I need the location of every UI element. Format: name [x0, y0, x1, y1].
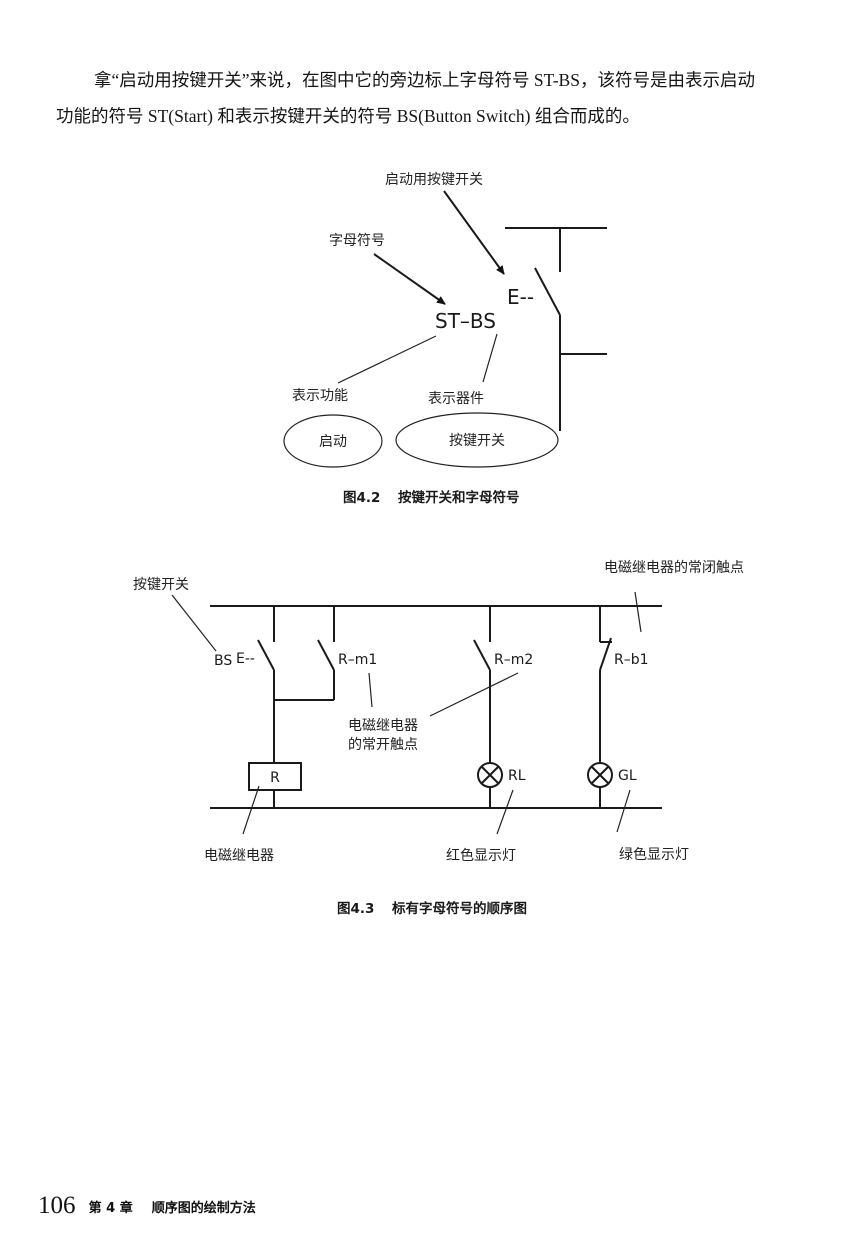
red-lamp-icon [477, 762, 503, 788]
arrow-to-symbol [373, 253, 446, 305]
label-red-lamp: 红色显示灯 [446, 847, 516, 864]
label-device: 表示器件 [428, 391, 484, 407]
symbol-st-bs: ST–BS [435, 309, 496, 333]
label-function: 表示功能 [292, 388, 348, 404]
contact-rm1: R–m1 [338, 652, 377, 668]
label-relay: 电磁继电器 [204, 848, 274, 864]
rm2-switch-blade [473, 639, 491, 671]
label-button-switch: 按键开关 [133, 577, 189, 593]
relay-symbol: R [270, 770, 280, 786]
chapter-label: 第 4 章 [88, 1200, 133, 1216]
leader-red-lamp [496, 789, 514, 835]
leader-nc-contact [634, 591, 642, 633]
ellipse-function-text: 启动 [319, 434, 347, 450]
leader-button-switch [171, 594, 217, 652]
leader-function [337, 335, 437, 384]
leader-no-contact-rm1 [368, 672, 373, 708]
bs-switch-blade [257, 639, 275, 671]
contact-rb1: R–b1 [614, 652, 649, 668]
label-start-switch: 启动用按键开关 [385, 172, 483, 188]
paragraph-line-1: 拿“启动用按键开关”来说，在图中它的旁边标上字母符号 ST-BS，该符号是由表示… [94, 70, 755, 90]
label-letter-symbol: 字母符号 [329, 233, 385, 249]
lamp-green-symbol: GL [618, 768, 637, 784]
caption-4-2-title: 按键开关和字母符号 [398, 489, 520, 506]
leader-device [482, 333, 498, 383]
caption-4-2-number: 图4.2 [343, 490, 380, 506]
figure-4-2: 启动用按键开关 字母符号 ST–BS E-- 表示功能 表示器件 启动 按键开关… [283, 172, 607, 506]
label-no-contact-line1: 电磁继电器 [348, 718, 418, 734]
arrow-to-switch-marker [443, 190, 505, 275]
ellipse-function [283, 414, 383, 468]
ellipse-device [395, 412, 559, 468]
chapter-title: 顺序图的绘制方法 [151, 1200, 256, 1216]
bs-switch-marker: E-- [236, 651, 255, 667]
contact-rm2: R–m2 [494, 652, 533, 668]
rm1-switch-blade [317, 639, 335, 671]
paragraph-line-2: 功能的符号 ST(Start) 和表示按键开关的符号 BS(Button Swi… [56, 106, 640, 126]
ellipse-device-text: 按键开关 [449, 433, 505, 449]
relay-coil [248, 762, 302, 791]
leader-green-lamp [616, 789, 631, 833]
switch-blade [534, 267, 561, 316]
label-nc-contact: 电磁继电器的常闭触点 [604, 560, 744, 576]
rb1-switch-blade [599, 637, 612, 671]
caption-4-3-number: 图4.3 [337, 901, 374, 917]
page-number: 106 [38, 1192, 76, 1219]
leader-relay [242, 785, 260, 835]
lamp-red-symbol: RL [508, 768, 526, 784]
green-lamp-icon [587, 762, 613, 788]
bs-symbol: BS [214, 653, 232, 669]
body-paragraph: 拿“启动用按键开关”来说，在图中它的旁边标上字母符号 ST-BS，该符号是由表示… [56, 62, 836, 134]
page-footer: 106 第 4 章 顺序图的绘制方法 [38, 1192, 256, 1220]
figure-4-3: E-- BS R–m1 R R–m2 RL R–b1 [133, 560, 744, 917]
label-green-lamp: 绿色显示灯 [619, 846, 689, 863]
label-no-contact-line2: 的常开触点 [348, 737, 418, 753]
switch-marker-e: E-- [507, 285, 534, 309]
caption-4-3-title: 标有字母符号的顺序图 [391, 900, 527, 917]
leader-no-contact-rm2 [429, 672, 519, 717]
